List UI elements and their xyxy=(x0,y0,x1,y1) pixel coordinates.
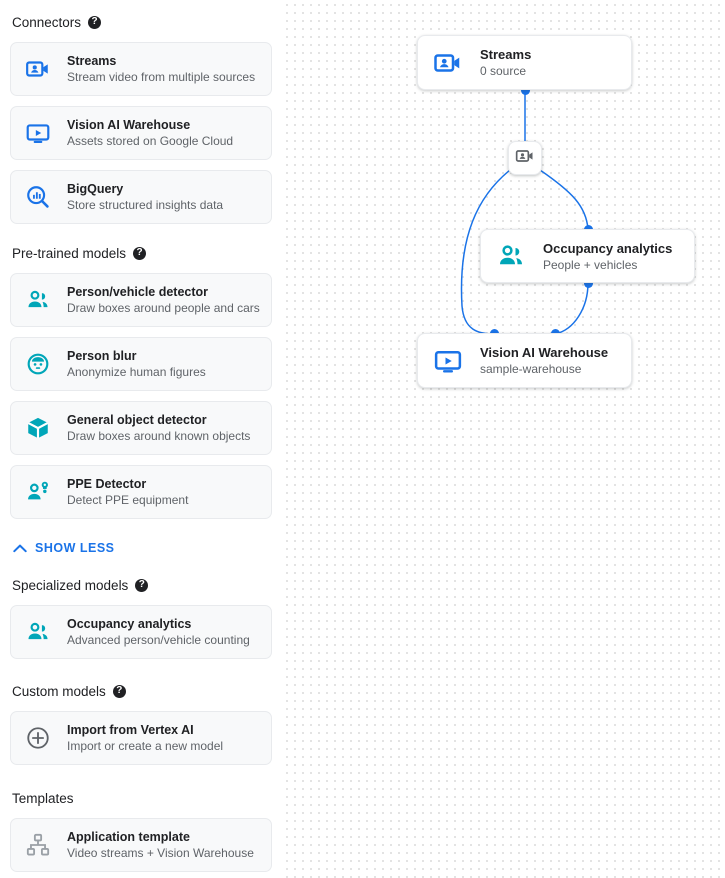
card-subtitle: Store structured insights data xyxy=(67,198,224,212)
component-sidebar: Connectors ? Streams Stream video from m… xyxy=(0,0,282,878)
edge-badge-to-occupancy xyxy=(539,169,589,230)
card-subtitle: Draw boxes around known objects xyxy=(67,429,251,443)
edge-badge-to-warehouse xyxy=(460,169,511,335)
card-title: Import from Vertex AI xyxy=(67,723,194,737)
graph-node-occupancy-analytics[interactable]: Occupancy analytics People + vehicles xyxy=(480,229,695,283)
card-text: Import from Vertex AI Import or create a… xyxy=(67,723,223,753)
card-title: General object detector xyxy=(67,413,207,427)
face-blur-icon xyxy=(23,349,53,379)
connector-card-streams[interactable]: Streams Stream video from multiple sourc… xyxy=(10,42,272,96)
monitor-play-icon xyxy=(432,345,464,377)
card-subtitle: Stream video from multiple sources xyxy=(67,70,256,84)
node-text: Occupancy analytics People + vehicles xyxy=(543,241,672,272)
card-subtitle: Anonymize human figures xyxy=(67,365,206,379)
model-card-person-blur[interactable]: Person blur Anonymize human figures xyxy=(10,337,272,391)
card-subtitle: Detect PPE equipment xyxy=(67,493,189,507)
section-title: Templates xyxy=(12,790,74,806)
graph-node-vision-ai-warehouse[interactable]: Vision AI Warehouse sample-warehouse xyxy=(417,333,632,388)
section-header-templates: Templates xyxy=(10,788,272,808)
card-text: Occupancy analytics Advanced person/vehi… xyxy=(67,617,250,647)
node-title: Occupancy analytics xyxy=(543,240,673,256)
card-subtitle: Assets stored on Google Cloud xyxy=(67,134,234,148)
section-title: Connectors xyxy=(12,14,82,30)
edge-occupancy-to-warehouse xyxy=(554,282,589,335)
section-header-specialized-models: Specialized models ? xyxy=(10,575,272,595)
card-text: Person blur Anonymize human figures xyxy=(67,349,206,379)
model-card-person-vehicle-detector[interactable]: Person/vehicle detector Draw boxes aroun… xyxy=(10,273,272,327)
node-subtitle: 0 source xyxy=(480,64,527,78)
section-header-custom-models: Custom models ? xyxy=(10,681,272,701)
card-title: BigQuery xyxy=(67,182,124,196)
section-title: Custom models xyxy=(12,683,106,699)
card-title: Occupancy analytics xyxy=(67,617,192,631)
graph-node-stream-badge[interactable] xyxy=(508,141,542,175)
cube-box-icon xyxy=(23,413,53,443)
node-title: Streams xyxy=(480,47,532,62)
card-subtitle: Advanced person/vehicle counting xyxy=(67,633,250,647)
node-subtitle: People + vehicles xyxy=(543,257,638,272)
people-group-icon xyxy=(23,285,53,315)
section-header-connectors: Connectors ? xyxy=(10,12,272,32)
node-text: Streams 0 source xyxy=(480,47,531,78)
help-circle-icon[interactable]: ? xyxy=(112,684,126,698)
people-group-icon xyxy=(23,617,53,647)
model-card-import-from-vertex-ai[interactable]: Import from Vertex AI Import or create a… xyxy=(10,711,272,765)
card-text: Streams Stream video from multiple sourc… xyxy=(67,54,255,84)
card-subtitle: Video streams + Vision Warehouse xyxy=(67,846,254,860)
card-title: Streams xyxy=(67,54,117,68)
port-streams-output[interactable] xyxy=(520,85,530,95)
people-group-icon xyxy=(495,240,527,272)
chevron-up-icon xyxy=(13,544,27,553)
model-card-general-object-detector[interactable]: General object detector Draw boxes aroun… xyxy=(10,401,272,455)
video-camera-person-icon xyxy=(23,54,53,84)
card-text: PPE Detector Detect PPE equipment xyxy=(67,477,188,507)
card-title: Application template xyxy=(67,830,190,844)
template-card-application-template[interactable]: Application template Video streams + Vis… xyxy=(10,818,272,872)
video-camera-person-icon xyxy=(432,47,464,79)
section-header-pre-trained-models: Pre-trained models ? xyxy=(10,243,272,263)
card-text: Person/vehicle detector Draw boxes aroun… xyxy=(67,285,260,315)
card-text: Vision AI Warehouse Assets stored on Goo… xyxy=(67,118,233,148)
monitor-play-icon xyxy=(23,118,53,148)
node-subtitle: sample-warehouse xyxy=(480,362,582,376)
section-title: Specialized models xyxy=(12,577,129,593)
model-card-occupancy-analytics[interactable]: Occupancy analytics Advanced person/vehi… xyxy=(10,605,272,659)
help-circle-icon[interactable]: ? xyxy=(88,15,102,29)
card-text: BigQuery Store structured insights data xyxy=(67,182,223,212)
show-less-label: SHOW LESS xyxy=(35,541,115,555)
section-title: Pre-trained models xyxy=(12,245,127,261)
card-text: Application template Video streams + Vis… xyxy=(67,830,254,860)
connector-card-vision-ai-warehouse[interactable]: Vision AI Warehouse Assets stored on Goo… xyxy=(10,106,272,160)
show-less-button[interactable]: SHOW LESS xyxy=(10,541,272,555)
account-tree-icon xyxy=(23,830,53,860)
graph-canvas[interactable]: Streams 0 source xyxy=(282,0,725,878)
help-circle-icon[interactable]: ? xyxy=(135,578,149,592)
card-title: Person/vehicle detector xyxy=(67,285,209,299)
plus-circle-icon xyxy=(23,723,53,753)
card-title: Person blur xyxy=(67,349,137,363)
graph-node-streams[interactable]: Streams 0 source xyxy=(417,35,632,90)
model-card-ppe-detector[interactable]: PPE Detector Detect PPE equipment xyxy=(10,465,272,519)
card-subtitle: Draw boxes around people and cars xyxy=(67,301,260,315)
card-title: Vision AI Warehouse xyxy=(67,118,191,132)
card-title: PPE Detector xyxy=(67,477,147,491)
card-text: General object detector Draw boxes aroun… xyxy=(67,413,250,443)
bigquery-magnifier-chart-icon xyxy=(23,182,53,212)
graph-edges xyxy=(460,90,589,335)
node-text: Vision AI Warehouse sample-warehouse xyxy=(480,345,608,376)
video-camera-person-icon xyxy=(515,146,535,171)
card-subtitle: Import or create a new model xyxy=(67,739,224,753)
connector-card-bigquery[interactable]: BigQuery Store structured insights data xyxy=(10,170,272,224)
help-circle-icon[interactable]: ? xyxy=(133,246,147,260)
port-occupancy-output[interactable] xyxy=(583,278,593,288)
node-title: Vision AI Warehouse xyxy=(480,345,609,360)
ppe-person-gear-icon xyxy=(23,477,53,507)
